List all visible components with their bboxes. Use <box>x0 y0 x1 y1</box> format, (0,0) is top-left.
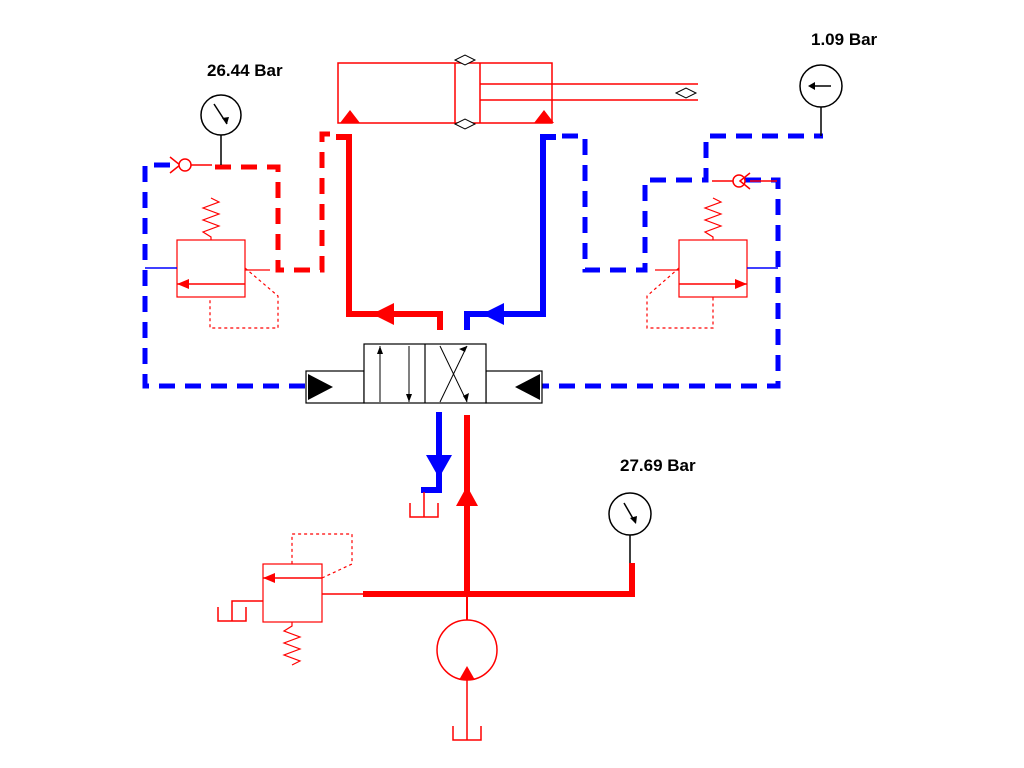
spool-arrow-up <box>377 346 383 354</box>
pressure-gauge-left <box>200 94 242 165</box>
relief-valve-arrow <box>177 279 189 289</box>
relief-valve-pump <box>262 533 353 666</box>
check-valve-right <box>712 172 777 190</box>
check-valve-seat <box>738 172 751 190</box>
line-valve-t <box>421 412 442 493</box>
hydraulic-pump <box>436 619 498 681</box>
relief-valve-arrow <box>263 573 275 583</box>
relief-valve-right <box>646 197 778 329</box>
tank-symbol-relief <box>217 600 263 622</box>
gauge-left-reading: 26.44 Bar <box>207 61 283 80</box>
relief-valve-arrow <box>735 279 747 289</box>
check-valve-ball <box>178 158 192 172</box>
spool-cross-b <box>439 345 468 403</box>
check-valve-left <box>169 156 212 174</box>
gauge-needle-tip <box>222 117 229 124</box>
spool-arrow-down <box>406 394 412 402</box>
pressure-gauge-pump <box>608 492 652 563</box>
tank-inlet <box>231 600 263 621</box>
solenoid-right-triangle <box>515 374 540 400</box>
tank-symbol-pump <box>452 680 482 741</box>
spool-cross-arrow-a <box>463 393 469 402</box>
relief-valve-spring <box>282 622 302 666</box>
blue-dashed-right-upper <box>562 133 823 273</box>
cylinder-barrel <box>337 62 553 124</box>
line-to-cylinder-b <box>464 134 556 330</box>
relief-valve-pilot <box>646 267 714 329</box>
tank-symbol-return <box>409 492 439 518</box>
directional-control-valve <box>305 343 543 404</box>
relief-valve-body <box>262 563 323 623</box>
cushion-diamond-top <box>453 54 477 66</box>
pressure-gauge-right <box>799 64 843 136</box>
return-lines <box>421 134 556 493</box>
gauge-pump-reading: 27.69 Bar <box>620 456 696 475</box>
pump-direction-arrow <box>459 666 475 680</box>
blue-dashed-left-loop <box>142 162 305 389</box>
relief-valve-body <box>176 239 246 298</box>
cylinder-port-b-triangle <box>534 110 554 123</box>
solenoid-left-triangle <box>308 374 333 400</box>
flow-arrow-left <box>372 303 394 325</box>
double-acting-cylinder <box>337 54 698 130</box>
cylinder-port-a-triangle <box>340 110 360 123</box>
flow-arrow-left-blue <box>482 303 504 325</box>
red-dashed-left <box>215 131 337 273</box>
line-to-cylinder-a <box>336 134 443 330</box>
pressure-lines <box>322 134 635 620</box>
gauge-needle-tip <box>808 82 815 90</box>
flow-arrow-up <box>456 486 478 506</box>
blue-dashed-right-loop <box>541 177 781 389</box>
dashed-pilot-lines <box>142 131 823 389</box>
spool-cross-arrow-b <box>459 346 467 352</box>
relief-valve-body <box>678 239 748 298</box>
cushion-diamond-bottom <box>453 118 477 130</box>
gauge-needle-tip <box>630 516 637 524</box>
relief-valve-spring <box>201 197 221 240</box>
relief-valve-pilot <box>291 533 353 579</box>
flow-arrow-down <box>426 455 452 478</box>
relief-valve-left <box>145 197 279 329</box>
rod-end-diamond <box>674 87 698 99</box>
relief-valve-pilot <box>209 267 279 329</box>
pump-header-line <box>363 563 635 597</box>
relief-valve-spring <box>703 197 723 240</box>
gauge-right-reading: 1.09 Bar <box>811 30 878 49</box>
